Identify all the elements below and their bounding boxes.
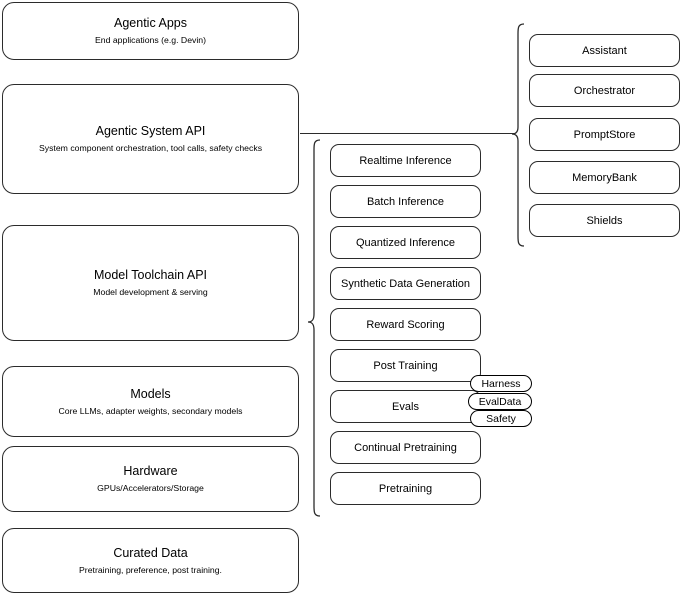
- component-label: Batch Inference: [366, 195, 445, 208]
- component-realtime-inference[interactable]: Realtime Inference: [330, 144, 481, 177]
- system-component-label: PromptStore: [573, 128, 636, 141]
- layer-title: Agentic Apps: [114, 16, 187, 31]
- layer-subtitle: Core LLMs, adapter weights, secondary mo…: [58, 405, 243, 416]
- component-label: Evals: [392, 400, 419, 413]
- component-evals[interactable]: Evals: [330, 390, 481, 423]
- layer-subtitle: GPUs/Accelerators/Storage: [97, 483, 204, 494]
- layer-subtitle: Pretraining, preference, post training.: [79, 564, 222, 575]
- component-label: Synthetic Data Generation: [340, 277, 471, 290]
- layer-title: Models: [130, 386, 171, 401]
- component-pretraining[interactable]: Pretraining: [330, 472, 481, 505]
- layer-title: Curated Data: [113, 545, 188, 560]
- system-component-memorybank[interactable]: MemoryBank: [529, 161, 680, 194]
- evals-tag-safety[interactable]: Safety: [470, 410, 532, 427]
- component-label: Quantized Inference: [355, 236, 456, 249]
- system-components-brace: [510, 22, 526, 248]
- component-label: Reward Scoring: [366, 318, 445, 331]
- component-post-training[interactable]: Post Training: [330, 349, 481, 382]
- layer-title: Model Toolchain API: [93, 268, 208, 283]
- system-component-label: Assistant: [582, 44, 627, 57]
- evals-tag-label: EvalData: [478, 395, 522, 408]
- connector-system-api-to-components: [300, 133, 514, 135]
- system-component-label: MemoryBank: [572, 171, 637, 184]
- component-batch-inference[interactable]: Batch Inference: [330, 185, 481, 218]
- system-component-assistant[interactable]: Assistant: [529, 34, 680, 67]
- component-continual-pretraining[interactable]: Continual Pretraining: [330, 431, 481, 464]
- layer-subtitle: Model development & serving: [93, 287, 208, 298]
- system-component-promptstore[interactable]: PromptStore: [529, 118, 680, 151]
- component-quantized-inference[interactable]: Quantized Inference: [330, 226, 481, 259]
- layer-models[interactable]: Models Core LLMs, adapter weights, secon…: [2, 366, 299, 437]
- evals-tag-harness[interactable]: Harness: [470, 375, 532, 392]
- layer-title: Agentic System API: [95, 124, 206, 139]
- evals-tag-label: Harness: [481, 377, 521, 390]
- system-component-orchestrator[interactable]: Orchestrator: [529, 74, 680, 107]
- component-label: Pretraining: [378, 482, 433, 495]
- component-reward-scoring[interactable]: Reward Scoring: [330, 308, 481, 341]
- layer-subtitle: System component orchestration, tool cal…: [38, 143, 263, 154]
- component-label: Continual Pretraining: [354, 441, 457, 454]
- system-component-shields[interactable]: Shields: [529, 204, 680, 237]
- layer-subtitle: End applications (e.g. Devin): [94, 35, 207, 46]
- toolchain-brace: [306, 138, 322, 518]
- layer-title: Hardware: [123, 464, 178, 479]
- layer-hardware[interactable]: Hardware GPUs/Accelerators/Storage: [2, 446, 299, 512]
- layer-agentic-apps[interactable]: Agentic Apps End applications (e.g. Devi…: [2, 2, 299, 60]
- component-synthetic-data-generation[interactable]: Synthetic Data Generation: [330, 267, 481, 300]
- layer-agentic-system-api[interactable]: Agentic System API System component orch…: [2, 84, 299, 194]
- layer-curated-data[interactable]: Curated Data Pretraining, preference, po…: [2, 528, 299, 593]
- system-component-label: Orchestrator: [573, 84, 636, 97]
- evals-tag-evaldata[interactable]: EvalData: [468, 393, 532, 410]
- component-label: Realtime Inference: [359, 154, 452, 167]
- evals-tag-label: Safety: [486, 412, 516, 425]
- layer-model-toolchain-api[interactable]: Model Toolchain API Model development & …: [2, 225, 299, 341]
- component-label: Post Training: [373, 359, 438, 372]
- system-component-label: Shields: [586, 214, 623, 227]
